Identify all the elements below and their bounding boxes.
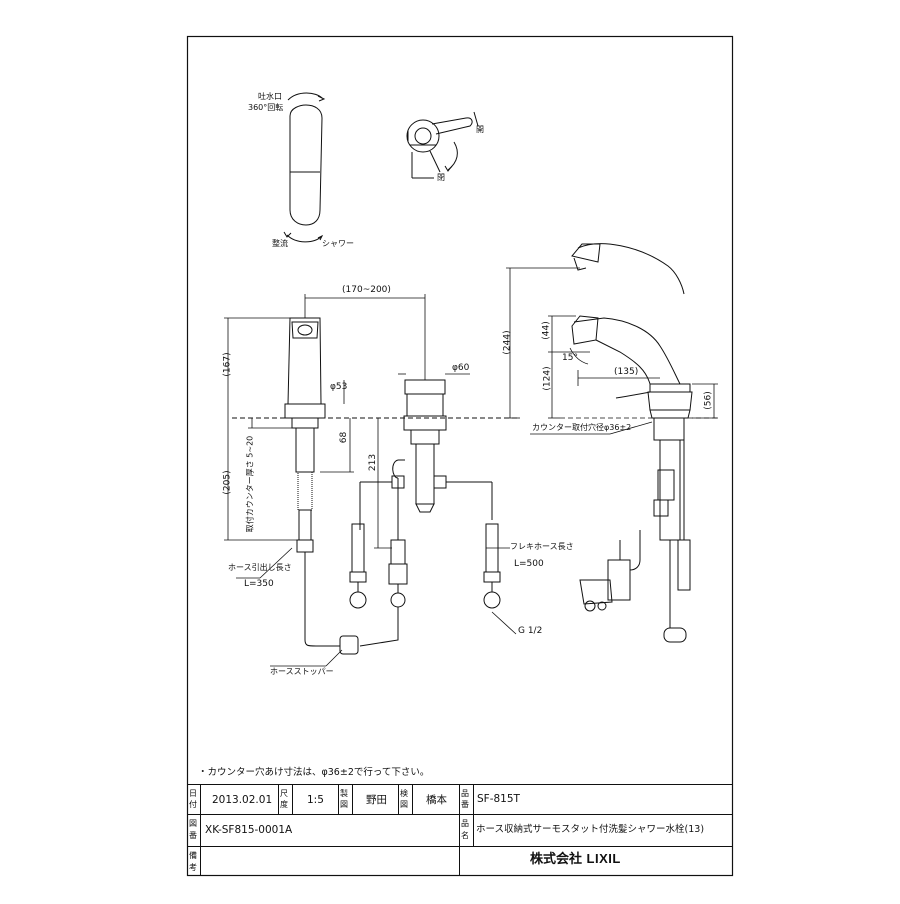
title-block-lines: [187, 784, 733, 876]
part-no-label: 品番: [461, 789, 469, 809]
side-view-faucet: [571, 243, 693, 643]
hose-stopper-label: ホースストッパー: [270, 667, 334, 676]
drawing-no: XK-SF815-0001A: [205, 824, 293, 836]
drawn-label: 製図: [340, 789, 348, 809]
spout-label: 吐水口: [258, 92, 282, 101]
dim-213: 213: [368, 453, 379, 472]
rotation-label: 360°回転: [248, 103, 284, 112]
dim-dia60: φ60: [452, 363, 470, 373]
counter-hole-label: カウンター取付穴径φ36±2: [532, 423, 632, 432]
top-view-spout: [283, 92, 326, 243]
dim-205: (205): [222, 470, 233, 495]
lever-open-label: 開: [476, 125, 484, 134]
front-dimensions: [224, 294, 517, 667]
hose-stopper-shape: [339, 635, 359, 655]
dim-244: (244): [502, 330, 513, 355]
hose-pull-length: L=350: [244, 579, 274, 589]
hose-pull-label: ホース引出し長さ: [228, 563, 292, 572]
date-label: 日付: [189, 789, 197, 809]
dim-135: (135): [614, 367, 639, 377]
mode-left-label: 整流: [272, 239, 288, 248]
product-name: ホース収納式サーモスタット付洗髪シャワー水栓(13): [476, 824, 705, 835]
checked-label: 検図: [400, 789, 408, 809]
remarks-label: 備考: [189, 851, 197, 872]
dim-height: (167): [222, 352, 233, 377]
product-name-label: 品名: [461, 819, 469, 840]
counter-thickness: 取付カウンター厚さ 5~20: [245, 435, 255, 533]
dim-dia53: φ53: [330, 382, 348, 392]
supply-hoses: [349, 523, 501, 647]
dim-44: (44): [541, 321, 552, 340]
part-no: SF-815T: [477, 793, 520, 805]
angle-15: 15°: [562, 353, 578, 363]
scale-label: 尺度: [280, 789, 288, 809]
drawn-by: 野田: [366, 794, 387, 806]
brand-logo: LIXIL: [586, 851, 621, 866]
dim-124: (124): [542, 366, 553, 391]
mode-right-label: シャワー: [322, 239, 354, 248]
flex-hose-label: フレキホース長さ: [510, 542, 574, 551]
company-prefix: 株式会社: [530, 852, 583, 867]
dim-68: 68: [339, 431, 350, 444]
date-value: 2013.02.01: [212, 794, 273, 806]
flex-hose-length: L=500: [514, 559, 544, 569]
counter-hole-note: ・カウンター穴あけ寸法は、φ36±2で行って下さい。: [198, 767, 430, 778]
company-name: 株式会社 LIXIL: [530, 852, 621, 866]
sheet-border: [186, 35, 734, 877]
front-faucet-body: [284, 317, 340, 647]
scale-value: 1:5: [307, 794, 324, 806]
thread-size: G 1/2: [518, 626, 543, 636]
dim-56: (56): [703, 391, 714, 410]
top-view-lever: [406, 111, 479, 179]
lever-close-label: 閉: [437, 173, 445, 182]
drawing-no-label: 図番: [189, 819, 197, 840]
checked-by: 橋本: [426, 794, 447, 806]
front-valve-body: [359, 379, 493, 540]
side-dimensions: [506, 267, 720, 435]
dim-reach: (170~200): [342, 285, 391, 295]
